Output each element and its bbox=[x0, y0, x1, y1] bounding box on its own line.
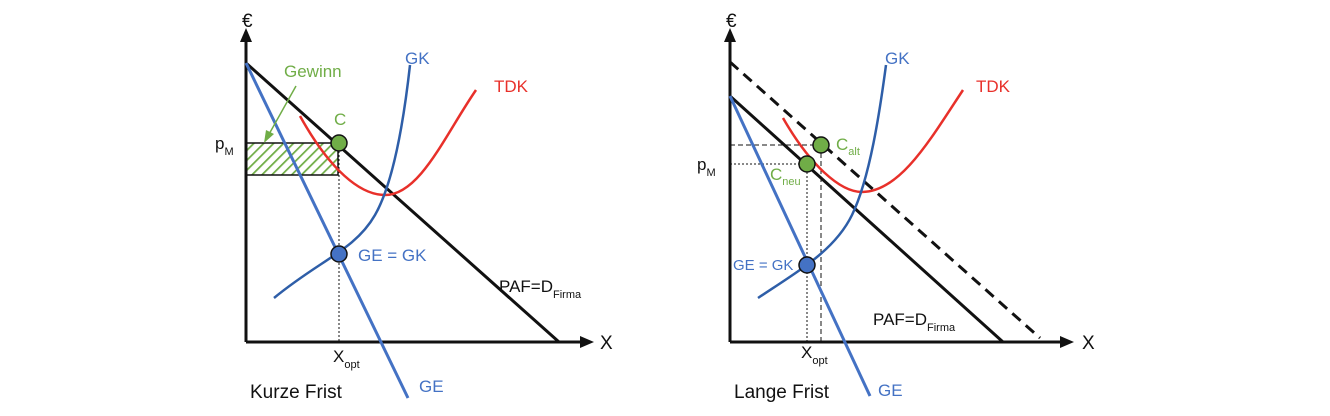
profit-arrow-head-icon bbox=[264, 130, 274, 143]
intersection-label: GE = GK bbox=[358, 246, 427, 265]
quantity-label: Xopt bbox=[801, 343, 828, 367]
quantity-label: Xopt bbox=[333, 347, 360, 371]
point-c-old-label: Calt bbox=[836, 135, 860, 158]
y-axis-arrow-icon bbox=[724, 28, 736, 42]
profit-arrow bbox=[267, 85, 297, 137]
atc-label: TDK bbox=[976, 77, 1011, 96]
profit-label: Gewinn bbox=[284, 62, 342, 81]
y-axis-label: € bbox=[242, 11, 253, 32]
atc-label: TDK bbox=[494, 77, 529, 96]
point-c-old bbox=[812, 136, 830, 154]
x-axis-arrow-icon bbox=[580, 336, 594, 348]
x-axis-label: X bbox=[1082, 333, 1095, 354]
price-label: pM bbox=[697, 155, 716, 179]
point-c bbox=[330, 134, 348, 152]
price-label: pM bbox=[215, 134, 234, 158]
y-axis-label: € bbox=[726, 11, 737, 32]
demand-label: PAF=DFirma bbox=[499, 277, 582, 301]
mr-label: GE bbox=[878, 381, 903, 400]
demand-label: PAF=DFirma bbox=[873, 310, 956, 334]
point-c-label: C bbox=[334, 110, 346, 129]
point-c-new bbox=[798, 155, 816, 173]
new-demand-curve bbox=[728, 94, 1005, 344]
mc-label: GK bbox=[405, 49, 430, 68]
y-axis-arrow-icon bbox=[240, 28, 252, 42]
marginal-cost-curve bbox=[757, 64, 888, 300]
marginal-revenue-curve bbox=[728, 95, 872, 397]
demand-curve bbox=[245, 61, 560, 344]
old-demand-curve bbox=[729, 60, 1041, 340]
point-mr-equals-mc bbox=[330, 245, 348, 263]
x-axis-label: X bbox=[600, 333, 613, 354]
point-mr-equals-mc bbox=[798, 256, 816, 274]
x-axis-arrow-icon bbox=[1060, 336, 1074, 348]
caption-short-run: Kurze Frist bbox=[250, 382, 343, 403]
point-c-new-label: Cneu bbox=[770, 165, 801, 188]
marginal-revenue-curve bbox=[244, 62, 410, 399]
short-run-diagram: € X pM Xopt GK TDK Gewinn C GE = GK PAF=… bbox=[215, 11, 613, 403]
mc-label: GK bbox=[885, 49, 910, 68]
intersection-label: GE = GK bbox=[733, 257, 793, 274]
caption-long-run: Lange Frist bbox=[734, 382, 830, 403]
marginal-cost-curve bbox=[273, 64, 412, 299]
long-run-diagram: € X pM Xopt GK TDK Calt Cneu GE = GK PAF… bbox=[697, 11, 1095, 403]
mr-label: GE bbox=[419, 377, 444, 396]
